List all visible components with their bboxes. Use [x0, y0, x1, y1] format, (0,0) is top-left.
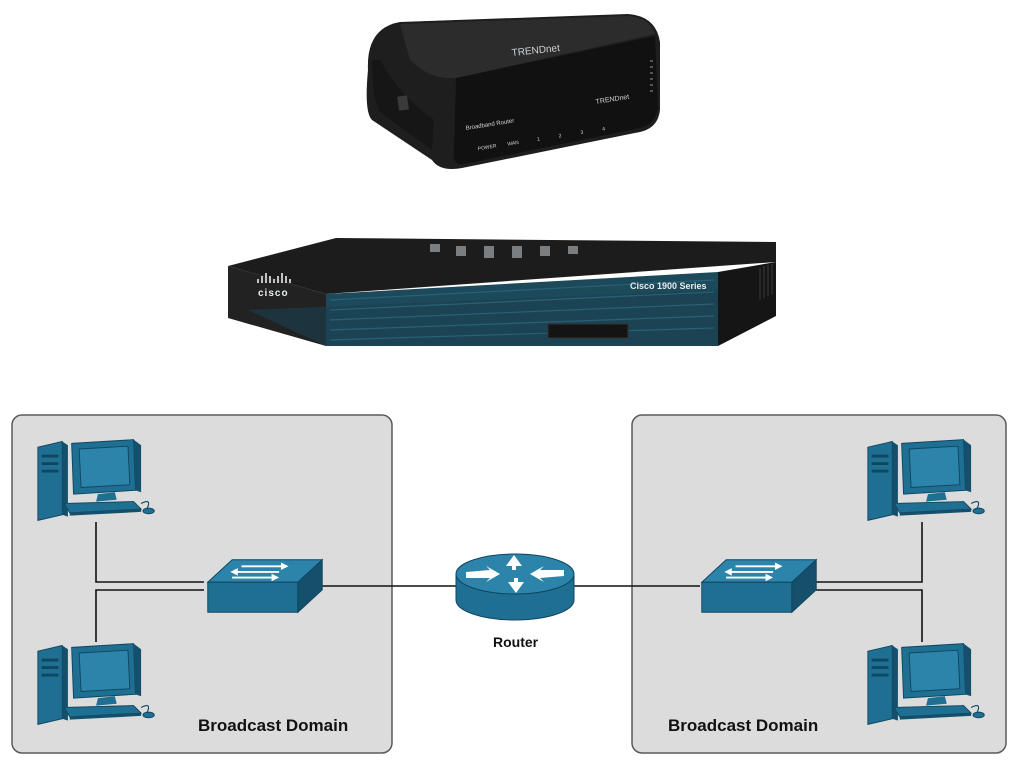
- link-left-pc2-switch: [95, 589, 204, 642]
- trendnet-port-1: 1: [537, 137, 541, 143]
- link-right-switch-pc1: [814, 522, 923, 583]
- trendnet-port-3: 3: [580, 130, 584, 136]
- link-left-pc1-switch: [95, 522, 204, 583]
- link-right-switch-pc2: [814, 589, 923, 642]
- router-icon: [455, 553, 575, 621]
- trendnet-brand-top: TRENDnet: [511, 43, 560, 59]
- left-pc-top: [37, 439, 155, 521]
- cisco-1900-router-image: cisco Cisco 1900 Series: [228, 238, 776, 346]
- right-pc-top: [867, 439, 985, 521]
- left-broadcast-domain: Broadcast Domain: [11, 414, 393, 754]
- cisco-series-label: Cisco 1900 Series: [630, 281, 707, 291]
- trendnet-port-2: 2: [558, 133, 562, 139]
- connection-lines: [95, 522, 923, 642]
- trendnet-port-power: POWER: [477, 143, 497, 152]
- left-domain-panel: [11, 414, 393, 754]
- right-pc-bottom: [867, 643, 985, 725]
- left-pc-bottom: [37, 643, 155, 725]
- right-switch: [700, 558, 818, 614]
- left-switch: [206, 558, 324, 614]
- trendnet-router-image: TRENDnet TRENDnet Broadband Router POWER…: [366, 14, 660, 169]
- left-domain-label: Broadcast Domain: [198, 716, 348, 735]
- cisco-logo-bars: [257, 273, 291, 283]
- trendnet-port-wan: WAN: [507, 140, 520, 148]
- cisco-logo-text: cisco: [258, 288, 289, 299]
- router-label: Router: [493, 634, 539, 650]
- right-domain-label: Broadcast Domain: [668, 716, 818, 735]
- trendnet-port-4: 4: [602, 126, 606, 132]
